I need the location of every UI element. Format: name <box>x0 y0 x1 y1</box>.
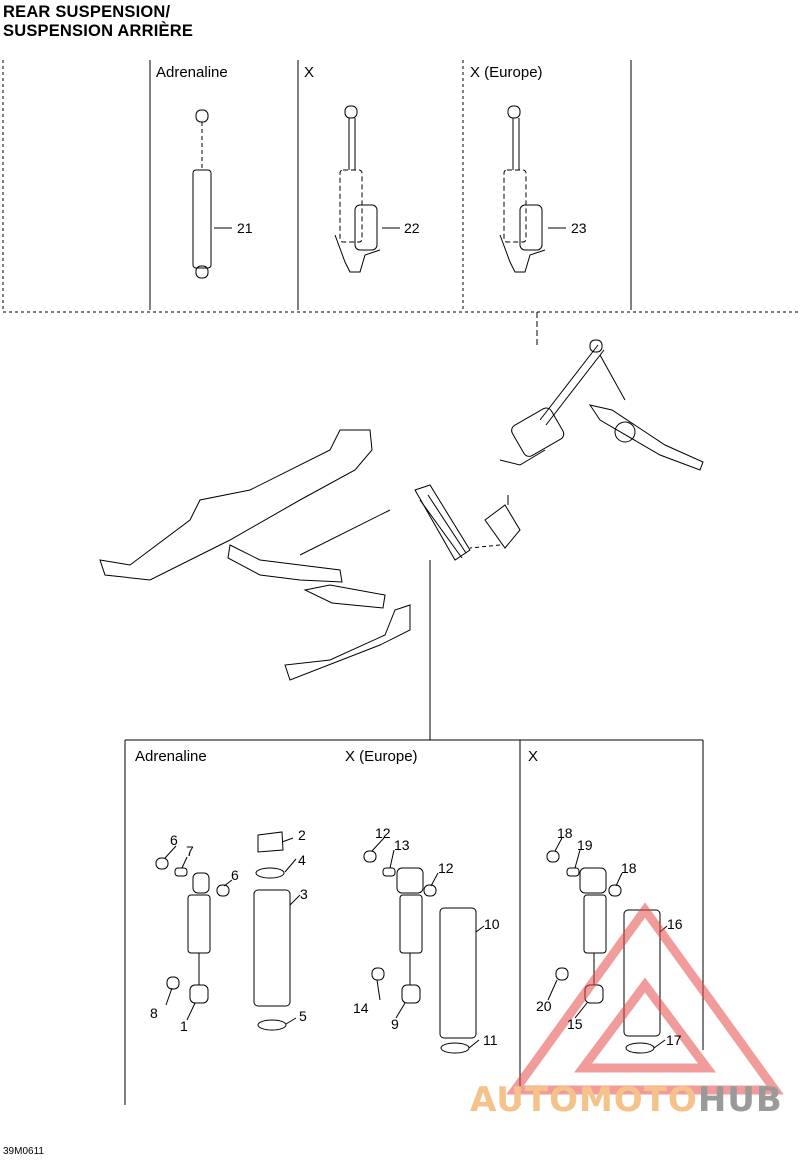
shock-23-drawing <box>499 105 566 273</box>
callout-14: 14 <box>353 1000 369 1016</box>
callout-18b: 18 <box>621 860 637 876</box>
callout-1: 1 <box>180 1018 188 1034</box>
watermark-text: AUTOMOTOHUB <box>470 1080 783 1120</box>
top-panel-label-adrenaline: Adrenaline <box>156 64 228 81</box>
shock-22-drawing <box>334 105 400 273</box>
bottom-panel-label-x: X <box>528 748 539 765</box>
watermark-hub: HUB <box>697 1080 783 1120</box>
callout-23: 23 <box>571 220 587 236</box>
watermark-triangle <box>506 902 784 1095</box>
document-id: 39M0611 <box>3 1146 44 1157</box>
callout-5: 5 <box>299 1008 307 1024</box>
callout-7: 7 <box>186 843 194 859</box>
top-panel-label-x: X <box>304 64 315 81</box>
bottom-panel-label-x-europe: X (Europe) <box>345 748 418 765</box>
callout-4: 4 <box>298 852 306 868</box>
callout-19: 19 <box>577 837 593 853</box>
title-line-2: SUSPENSION ARRIÈRE <box>3 22 194 40</box>
callout-21: 21 <box>237 220 253 236</box>
callout-20: 20 <box>536 998 552 1014</box>
title-line-1: REAR SUSPENSION/ <box>3 3 171 21</box>
callout-18a: 18 <box>557 825 573 841</box>
callout-10: 10 <box>484 916 500 932</box>
callout-22: 22 <box>404 220 420 236</box>
callout-17: 17 <box>666 1032 682 1048</box>
adrenaline-shock-kit <box>155 831 291 1031</box>
x-europe-shock-kit <box>363 850 477 1054</box>
shock-21-drawing <box>192 109 232 279</box>
callout-12a: 12 <box>375 825 391 841</box>
callout-13: 13 <box>394 837 410 853</box>
callout-6b: 6 <box>231 867 239 883</box>
callout-leaders <box>164 837 668 1049</box>
callout-2: 2 <box>298 827 306 843</box>
callout-16: 16 <box>667 916 683 932</box>
callout-12b: 12 <box>438 860 454 876</box>
bottom-panel-label-adrenaline: Adrenaline <box>135 748 207 765</box>
callout-6a: 6 <box>170 832 178 848</box>
callout-9: 9 <box>391 1016 399 1032</box>
callout-8: 8 <box>150 1005 158 1021</box>
callout-15: 15 <box>567 1016 583 1032</box>
callout-3: 3 <box>300 886 308 902</box>
page-title: REAR SUSPENSION/ SUSPENSION ARRIÈRE <box>3 3 193 41</box>
watermark-automoto: AUTOMOTO <box>470 1080 698 1120</box>
top-panel-label-x-europe: X (Europe) <box>470 64 543 81</box>
rear-suspension-assembly <box>99 339 704 740</box>
callout-11: 11 <box>483 1032 498 1048</box>
